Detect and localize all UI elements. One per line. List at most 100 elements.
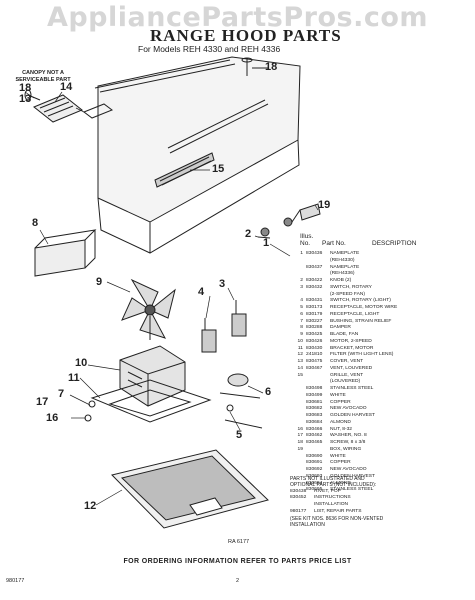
parts-part-no: 830683 (306, 413, 323, 418)
parts-description: NAMEPLATE (330, 264, 360, 270)
parts-description: GRILLE, VENT (330, 372, 364, 378)
knobs-part-2 (257, 217, 293, 239)
parts-illus-no (290, 292, 306, 299)
page-number: 2 (236, 578, 240, 584)
parts-description: ALMOND (330, 480, 351, 486)
parts-part-no (306, 447, 330, 454)
parts-row: 830694 ALMOND (290, 481, 470, 488)
parts-part-no: 830691 (306, 460, 323, 466)
parts-row: 15 GRILLE, VENT (290, 373, 470, 380)
parts-description: WASHER, NO. 8 (330, 433, 367, 439)
parts-part-no: 830431 (306, 298, 323, 304)
parts-illus-no: 8 (300, 325, 303, 331)
parts-part-no: 830462 (306, 433, 323, 439)
parts-illus-no: 18 (297, 440, 303, 445)
parts-illus-no (290, 460, 306, 467)
parts-illus-no: 11 (297, 345, 303, 351)
wiring-box-part-19 (289, 203, 321, 226)
parts-illus-no: 14 (297, 365, 303, 371)
vent-cover-part-13 (82, 103, 114, 119)
parts-illus-no (290, 258, 306, 265)
note-row: 830438 RIVET, POP (290, 489, 468, 496)
callout-12: 12 (84, 500, 97, 512)
callout-18-left: 18 (19, 82, 32, 94)
louvered-vent-part-14 (33, 94, 83, 123)
kit-note-2: INSTALLATION (290, 521, 325, 528)
table-head-description: DESCRIPTION (372, 240, 417, 247)
parts-part-no: 830467 (306, 365, 323, 371)
note-part-no: 830438 (290, 488, 307, 494)
parts-illus-no: 17 (297, 433, 303, 439)
callout-16: 16 (46, 412, 59, 424)
callout-13: 13 (19, 93, 32, 105)
parts-part-no: 830694 (306, 480, 323, 486)
parts-part-no: 830432 (306, 284, 323, 290)
parts-illus-no (290, 413, 306, 420)
parts-description: NEW AVOCADO (330, 406, 367, 412)
receptacles-parts-5-6-7 (219, 373, 263, 429)
parts-part-no: 830684 (306, 419, 323, 425)
parts-illus-no (290, 386, 306, 393)
note-row: INSTALLATION (290, 502, 468, 509)
parts-description: BUSHING, STRAIN RELIEF (330, 318, 392, 324)
parts-illus-no: 5 (300, 305, 303, 310)
callout-18-top: 18 (265, 61, 278, 73)
note-part-no (290, 502, 314, 509)
parts-illus-no: 15 (297, 372, 303, 378)
parts-illus-no: 16 (297, 426, 303, 432)
parts-illus-no: 1 (300, 251, 303, 256)
parts-description: MOTOR, 2-SPEED (330, 338, 372, 344)
callout-8: 8 (32, 217, 39, 229)
parts-description: RECEPTACLE, MOTOR WIRE (330, 305, 398, 310)
parts-part-no: 830426 (306, 338, 323, 344)
callout-5: 5 (236, 429, 243, 441)
parts-part-no: 241810 (306, 352, 323, 358)
parts-part-no: 830682 (306, 406, 323, 412)
parts-part-no: 830436 (306, 251, 323, 256)
screw-part-18-left (24, 89, 41, 101)
parts-description: BOX, WIRING (330, 446, 362, 452)
note-description: RIVET, POP (314, 488, 341, 494)
notes-heading-1: PARTS NOT ILLUSTRATED AND (290, 476, 365, 482)
parts-part-no (306, 258, 330, 265)
parts-description: SWITCH, ROTARY (330, 284, 372, 290)
parts-part-no: 830422 (306, 278, 323, 283)
parts-illus-no: 12 (297, 352, 303, 358)
parts-description: (REH4330) (330, 257, 355, 263)
parts-illus-no (290, 406, 306, 413)
callout-14: 14 (60, 81, 73, 93)
table-head-no: No. (300, 240, 311, 247)
parts-part-no: 830681 (306, 399, 323, 405)
rotary-switches-parts-3-4 (201, 300, 247, 353)
parts-description: COVER, VENT (330, 359, 364, 364)
parts-illus-no: 6 (300, 311, 303, 317)
parts-illus-no: 10 (297, 338, 303, 344)
parts-row: (REH4330) (290, 258, 470, 265)
parts-illus-no (290, 379, 306, 386)
parts-part-no: 830693 (306, 473, 323, 479)
note-part-no: 830452 (290, 495, 307, 501)
parts-part-no: 830690 (306, 453, 323, 459)
callout-6: 6 (265, 386, 272, 398)
washer-nut-parts-16-17 (84, 400, 96, 422)
callout-19: 19 (318, 199, 331, 211)
parts-part-no: 830695 (306, 487, 323, 493)
kit-note-1: (SEE KIT NOS. 8636 FOR NON-VENTED (290, 515, 384, 522)
parts-illus-no: 7 (300, 318, 303, 324)
parts-part-no: 830425 (306, 332, 323, 337)
parts-part-no: 830179 (306, 311, 323, 317)
